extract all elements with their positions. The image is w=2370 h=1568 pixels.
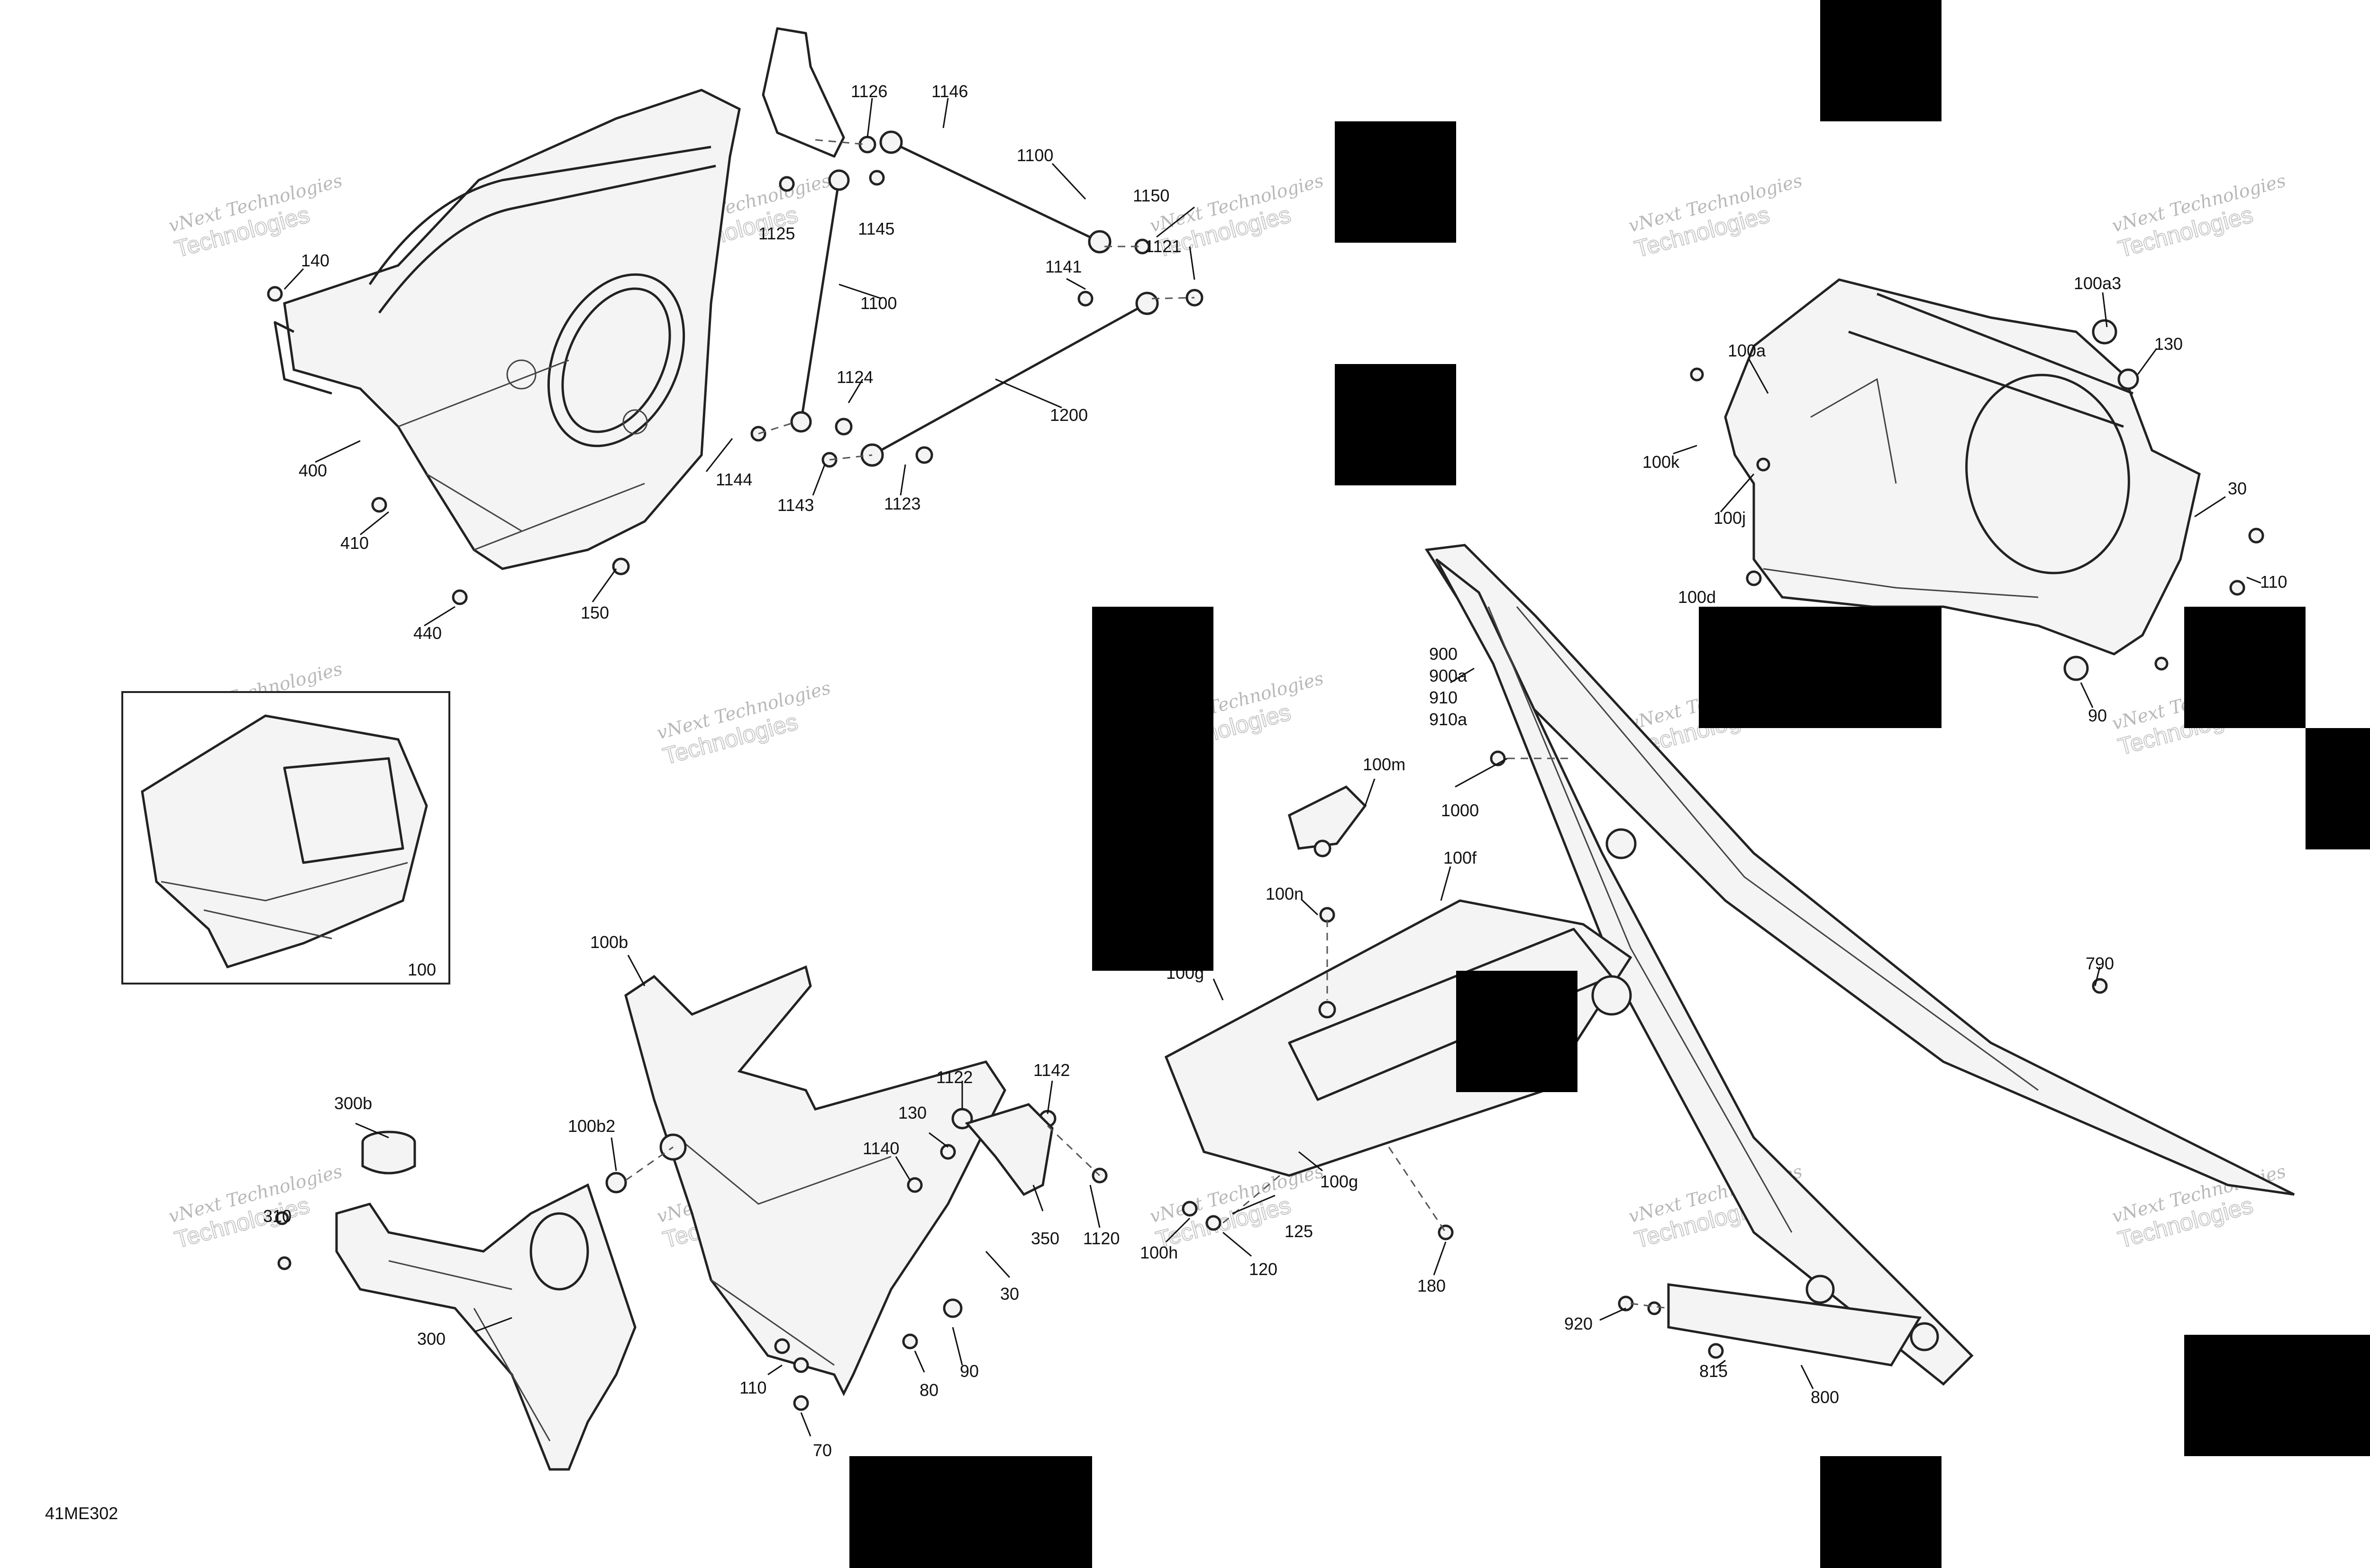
callout-130: 130 bbox=[2154, 334, 2183, 354]
callout-150: 150 bbox=[581, 603, 609, 622]
callout-100h: 100h bbox=[1140, 1243, 1178, 1262]
redaction-block bbox=[1092, 607, 1213, 971]
callout-100m: 100m bbox=[1363, 755, 1405, 774]
redaction-block bbox=[2184, 1335, 2370, 1456]
callout-790: 790 bbox=[2086, 954, 2114, 973]
callout-300b: 300b bbox=[334, 1094, 372, 1113]
callout-1120: 1120 bbox=[1083, 1229, 1120, 1248]
rear-frame-100b bbox=[605, 965, 1108, 1411]
skid-plate-100f bbox=[1164, 785, 1632, 1240]
callout-1150: 1150 bbox=[1133, 186, 1169, 205]
callout-100j: 100j bbox=[1714, 508, 1746, 528]
drawing-code: 41ME302 bbox=[45, 1504, 118, 1523]
callout-1143: 1143 bbox=[777, 495, 814, 515]
redaction-block bbox=[1335, 121, 1456, 243]
callout-100d: 100d bbox=[1678, 587, 1716, 607]
callout-30: 30 bbox=[2228, 479, 2247, 498]
callout-130: 130 bbox=[898, 1103, 927, 1122]
callout-910: 910 bbox=[1429, 688, 1458, 707]
callout-80: 80 bbox=[920, 1380, 939, 1400]
callout-1122: 1122 bbox=[936, 1067, 973, 1087]
callout-1200: 1200 bbox=[1050, 405, 1088, 425]
callout-400: 400 bbox=[299, 461, 327, 480]
callout-100a: 100a bbox=[1728, 341, 1766, 360]
callout-1123: 1123 bbox=[884, 494, 921, 513]
callout-70: 70 bbox=[813, 1440, 832, 1460]
callout-100b: 100b bbox=[590, 932, 628, 952]
callout-800: 800 bbox=[1811, 1387, 1839, 1407]
side-rails bbox=[1424, 544, 2295, 1386]
callout-100f: 100f bbox=[1443, 848, 1477, 867]
leader-lines bbox=[283, 98, 2261, 1437]
callout-110: 110 bbox=[2260, 572, 2287, 592]
callout-350: 350 bbox=[1031, 1229, 1059, 1248]
redaction-blocks bbox=[849, 0, 2370, 1568]
callout-1100: 1100 bbox=[1017, 146, 1053, 165]
redaction-block bbox=[849, 1456, 1092, 1568]
redaction-block bbox=[1335, 364, 1456, 485]
callout-90: 90 bbox=[960, 1361, 979, 1381]
callout-100n: 100n bbox=[1266, 884, 1304, 903]
callout-180: 180 bbox=[1417, 1276, 1446, 1295]
callout-920: 920 bbox=[1564, 1314, 1593, 1333]
callout-1000: 1000 bbox=[1441, 801, 1479, 820]
redaction-block bbox=[2184, 607, 2306, 728]
callout-910a: 910a bbox=[1429, 710, 1468, 729]
callout-120: 120 bbox=[1249, 1259, 1277, 1279]
callout-310: 310 bbox=[263, 1206, 292, 1226]
callout-1144: 1144 bbox=[716, 470, 752, 489]
callout-900a: 900a bbox=[1429, 666, 1468, 685]
callout-100g: 100g bbox=[1320, 1172, 1358, 1191]
callout-1142: 1142 bbox=[1033, 1060, 1070, 1080]
callout-1121: 1121 bbox=[1145, 237, 1181, 256]
callout-1126: 1126 bbox=[851, 82, 887, 101]
callout-1145: 1145 bbox=[858, 219, 894, 238]
callout-440: 440 bbox=[413, 623, 442, 643]
callout-815: 815 bbox=[1699, 1361, 1728, 1381]
callout-90: 90 bbox=[2088, 706, 2107, 725]
callout-1141: 1141 bbox=[1045, 257, 1082, 276]
upper-frame-100a bbox=[1690, 278, 2264, 681]
callout-100k: 100k bbox=[1642, 452, 1680, 472]
callout-125: 125 bbox=[1285, 1222, 1313, 1241]
redaction-block bbox=[1820, 0, 1942, 121]
callout-1100: 1100 bbox=[860, 293, 897, 313]
redaction-block bbox=[1699, 607, 1942, 728]
callout-1124: 1124 bbox=[837, 367, 873, 387]
tie-rods bbox=[267, 130, 1203, 605]
callout-1140: 1140 bbox=[863, 1139, 899, 1158]
redaction-block bbox=[1820, 1456, 1942, 1568]
inset-frame-view bbox=[121, 691, 450, 985]
callout-410: 410 bbox=[340, 533, 369, 553]
callout-100b2: 100b2 bbox=[568, 1116, 615, 1136]
inset-label: 100 bbox=[408, 960, 436, 979]
callout-1125: 1125 bbox=[758, 224, 795, 243]
callout-110: 110 bbox=[739, 1378, 766, 1397]
redaction-block bbox=[1456, 971, 1577, 1092]
callout-100a3: 100a3 bbox=[2074, 273, 2121, 293]
callout-1146: 1146 bbox=[931, 82, 968, 101]
callout-30: 30 bbox=[1000, 1284, 1019, 1304]
front-frame-assembly bbox=[273, 27, 845, 570]
callout-140: 140 bbox=[301, 251, 329, 270]
redaction-block bbox=[2306, 728, 2370, 849]
callout-900: 900 bbox=[1429, 644, 1458, 664]
callout-300: 300 bbox=[417, 1329, 446, 1349]
